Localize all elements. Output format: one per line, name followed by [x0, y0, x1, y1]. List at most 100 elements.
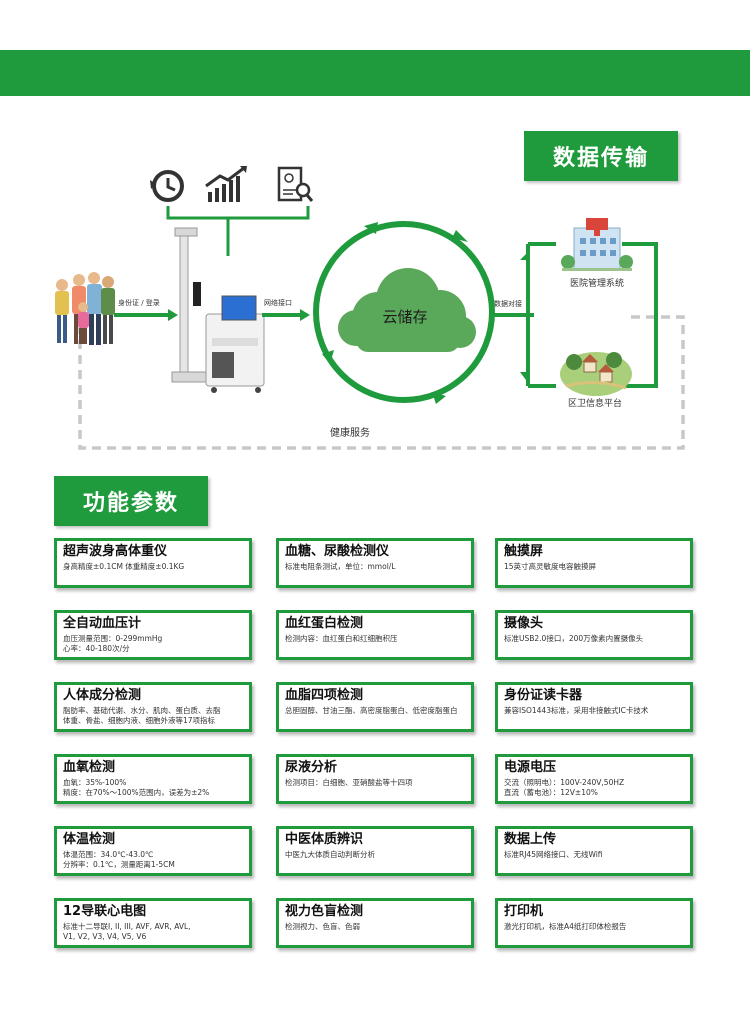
feature-card-line: 兼容ISO1443标准，采用非接触式IC卡技术: [504, 706, 649, 715]
feature-card-description: 标准十二导联I, II, III, AVF, AVR, AVL,V1, V2, …: [63, 922, 243, 942]
feature-card-line: 体温范围：34.0℃-43.0℃: [63, 850, 154, 859]
community-platform-label: 区卫信息平台: [568, 399, 623, 409]
data-flow-diagram: 身份证 / 登录 网络接口 数据对接 云储存 Hospital 医院管理系统 区…: [0, 110, 750, 470]
cloud-storage-label: 云储存: [382, 308, 428, 326]
feature-card-line: V1, V2, V3, V4, V5, V6: [63, 932, 147, 941]
diagram-graphics: [55, 166, 685, 450]
feature-card-title: 超声波身高体重仪: [63, 544, 168, 559]
hospital-sign: Hospital: [588, 208, 609, 214]
feature-card-line: 精度：在70%～100%范围内，误差为±2%: [63, 788, 210, 797]
data-connect-label: 数据对接: [494, 300, 522, 308]
feature-card: 人体成分检测脂肪率、基础代谢、水分、肌肉、蛋白质、去脂体重、骨盐、细胞内液、细胞…: [54, 682, 252, 732]
hospital-illustration: [561, 218, 633, 271]
feature-card-description: 检测项目：白细胞、亚硝酸盐等十四项: [285, 778, 465, 788]
feature-card-description: 标准RJ45网络接口、无线Wifi: [504, 850, 684, 860]
feature-card-line: 中医九大体质自动判断分析: [285, 850, 375, 859]
health-service-label: 健康服务: [330, 428, 370, 439]
feature-card-line: 心率：40-180次/分: [63, 644, 130, 653]
feature-card-title: 体温检测: [63, 832, 116, 847]
feature-card-title: 血脂四项检测: [285, 688, 364, 703]
feature-card-description: 检测视力、色盲、色弱: [285, 922, 465, 932]
feature-card-title: 血红蛋白检测: [285, 616, 364, 631]
feature-card-description: 血氧：35%-100%精度：在70%～100%范围内，误差为±2%: [63, 778, 243, 798]
health-kiosk-machine: [171, 227, 265, 393]
feature-card-description: 身高精度±0.1CM 体重精度±0.1KG: [63, 562, 243, 572]
people-group-illustration: [55, 272, 115, 345]
feature-card: 视力色盲检测检测视力、色盲、色弱: [276, 898, 474, 948]
feature-card: 12导联心电图标准十二导联I, II, III, AVF, AVR, AVL,V…: [54, 898, 252, 948]
feature-card-line: 15英寸高灵敏度电容触摸屏: [504, 562, 597, 571]
feature-card-title: 触摸屏: [504, 544, 544, 559]
feature-card-title: 视力色盲检测: [285, 904, 364, 919]
cloud-shape: [338, 268, 476, 352]
feature-card-title: 打印机: [504, 904, 544, 919]
feature-card-line: 标准电阻条测试，单位：mmol/L: [285, 562, 396, 571]
id-login-label: 身份证 / 登录: [118, 299, 160, 307]
feature-card-line: 身高精度±0.1CM 体重精度±0.1KG: [63, 562, 185, 571]
feature-card-description: 兼容ISO1443标准，采用非接触式IC卡技术: [504, 706, 684, 716]
feature-card-line: 检测视力、色盲、色弱: [285, 922, 360, 931]
feature-card: 超声波身高体重仪身高精度±0.1CM 体重精度±0.1KG: [54, 538, 252, 588]
data-transfer-title: 数据传输: [524, 131, 678, 181]
feature-card: 尿液分析检测项目：白细胞、亚硝酸盐等十四项: [276, 754, 474, 804]
feature-card: 中医体质辨识中医九大体质自动判断分析: [276, 826, 474, 876]
feature-card: 血红蛋白检测检测内容：血红蛋白和红细胞积压: [276, 610, 474, 660]
feature-card-line: 检测内容：血红蛋白和红细胞积压: [285, 634, 398, 643]
feature-card: 血脂四项检测总胆固醇、甘油三酯、高密度脂蛋白、低密度脂蛋白: [276, 682, 474, 732]
top-green-bar: [0, 50, 750, 96]
feature-card-description: 检测内容：血红蛋白和红细胞积压: [285, 634, 465, 644]
feature-card-line: 血氧：35%-100%: [63, 778, 127, 787]
feature-card-line: 血压测量范围：0-299mmHg: [63, 634, 163, 643]
feature-card: 摄像头标准USB2.0接口，200万像素内置摄像头: [495, 610, 693, 660]
feature-card-line: 标准十二导联I, II, III, AVF, AVR, AVL,: [63, 922, 191, 931]
feature-card: 血氧检测血氧：35%-100%精度：在70%～100%范围内，误差为±2%: [54, 754, 252, 804]
community-platform-illustration: [560, 352, 632, 396]
hospital-system-label: 医院管理系统: [570, 279, 625, 289]
feature-card-description: 总胆固醇、甘油三酯、高密度脂蛋白、低密度脂蛋白: [285, 706, 465, 716]
feature-card-title: 尿液分析: [285, 760, 338, 775]
feature-card-title: 血氧检测: [63, 760, 116, 775]
feature-card-line: 总胆固醇、甘油三酯、高密度脂蛋白、低密度脂蛋白: [285, 706, 458, 715]
feature-card: 打印机激光打印机，标准A4纸打印体检报告: [495, 898, 693, 948]
feature-card-title: 摄像头: [504, 616, 544, 631]
cloud-cycle-circle: [313, 221, 495, 403]
feature-card-line: 激光打印机，标准A4纸打印体检报告: [504, 922, 627, 931]
feature-card-title: 血糖、尿酸检测仪: [285, 544, 390, 559]
feature-card-description: 标准电阻条测试，单位：mmol/L: [285, 562, 465, 572]
function-params-title: 功能参数: [54, 476, 208, 526]
feature-card-description: 激光打印机，标准A4纸打印体检报告: [504, 922, 684, 932]
growth-chart-icon: [205, 166, 247, 202]
feature-card-description: 15英寸高灵敏度电容触摸屏: [504, 562, 684, 572]
feature-card-description: 中医九大体质自动判断分析: [285, 850, 465, 860]
history-icon: [150, 170, 184, 202]
feature-card-line: 直流（蓄电池）：12V±10%: [504, 788, 598, 797]
feature-card-title: 身份证读卡器: [504, 688, 583, 703]
feature-card: 触摸屏 15英寸高灵敏度电容触摸屏: [495, 538, 693, 588]
feature-card-title: 数据上传: [504, 832, 557, 847]
health-service-dashed-line: [78, 315, 685, 450]
report-search-icon: [277, 166, 314, 202]
feature-card-line: 标准USB2.0接口，200万像素内置摄像头: [504, 634, 644, 643]
feature-card-title: 全自动血压计: [63, 616, 142, 631]
feature-card-title: 电源电压: [504, 760, 557, 775]
feature-card-description: 标准USB2.0接口，200万像素内置摄像头: [504, 634, 684, 644]
feature-card-title: 12导联心电图: [63, 904, 147, 919]
feature-card-line: 检测项目：白细胞、亚硝酸盐等十四项: [285, 778, 413, 787]
feature-card: 数据上传标准RJ45网络接口、无线Wifi: [495, 826, 693, 876]
feature-card-line: 脂肪率、基础代谢、水分、肌肉、蛋白质、去脂: [63, 706, 221, 715]
feature-card-title: 人体成分检测: [63, 688, 142, 703]
feature-card-line: 分辨率：0.1℃，测量距离1-5CM: [63, 860, 175, 869]
feature-card-title: 中医体质辨识: [285, 832, 364, 847]
network-interface-label: 网络接口: [264, 299, 292, 307]
feature-card-line: 标准RJ45网络接口、无线Wifi: [504, 850, 603, 859]
feature-card-line: 交流（照明电）：100V-240V,50HZ: [504, 778, 625, 787]
feature-card-line: 体重、骨盐、细胞内液、细胞外液等17项指标: [63, 716, 216, 725]
feature-card: 身份证读卡器兼容ISO1443标准，采用非接触式IC卡技术: [495, 682, 693, 732]
feature-card-description: 脂肪率、基础代谢、水分、肌肉、蛋白质、去脂体重、骨盐、细胞内液、细胞外液等17项…: [63, 706, 243, 726]
